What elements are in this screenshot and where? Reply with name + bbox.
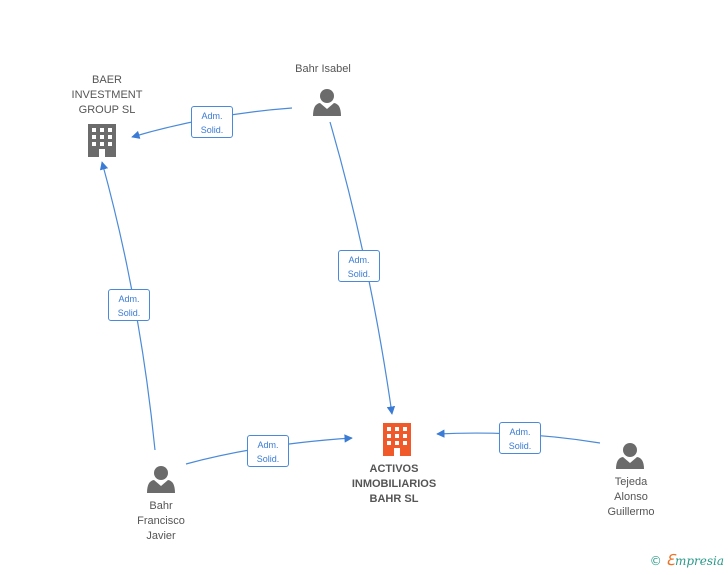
edge-label-line2: Solid.: [117, 308, 141, 318]
building-icon-baer[interactable]: [88, 124, 116, 157]
node-label-bahr-francisco[interactable]: Bahr Francisco Javier: [137, 500, 185, 542]
edge-label-line1: Adm.: [257, 440, 279, 450]
brand-e: ℇ: [665, 551, 675, 569]
edge-label-francisco-baer: Adm. Solid.: [108, 289, 150, 321]
edge-label-francisco-activos: Adm. Solid.: [247, 435, 289, 467]
edge-label-line2: Solid.: [256, 454, 280, 464]
edge-label-line2: Solid.: [347, 269, 371, 279]
edge-label-isabel-activos: Adm. Solid.: [338, 250, 380, 282]
brand-name: mpresia: [674, 554, 724, 568]
edge-label-line2: Solid.: [508, 441, 532, 451]
edge-label-tejeda-activos: Adm. Solid.: [499, 422, 541, 454]
node-label-tejeda[interactable]: Tejeda Alonso Guillermo: [607, 476, 655, 518]
edge-label-line1: Adm.: [509, 427, 531, 437]
empresia-logo[interactable]: ©ℇmpresia: [650, 551, 724, 569]
node-label-activos[interactable]: ACTIVOS INMOBILIARIOS BAHR SL: [351, 463, 437, 505]
edge-label-line1: Adm.: [201, 111, 223, 121]
building-icon-activos[interactable]: [383, 423, 411, 456]
node-label-baer[interactable]: BAER INVESTMENT GROUP SL: [71, 74, 143, 116]
person-icon-tejeda[interactable]: [616, 443, 644, 469]
edge-label-isabel-baer: Adm. Solid.: [191, 106, 233, 138]
edge-label-line1: Adm.: [348, 255, 370, 265]
person-icon-bahr-francisco[interactable]: [147, 466, 175, 493]
edge-label-line2: Solid.: [200, 125, 224, 135]
person-icon-bahr-isabel[interactable]: [313, 89, 341, 116]
node-label-bahr-isabel[interactable]: Bahr Isabel: [295, 63, 351, 75]
edge-label-line1: Adm.: [118, 294, 140, 304]
copyright-icon: ©: [649, 554, 662, 568]
